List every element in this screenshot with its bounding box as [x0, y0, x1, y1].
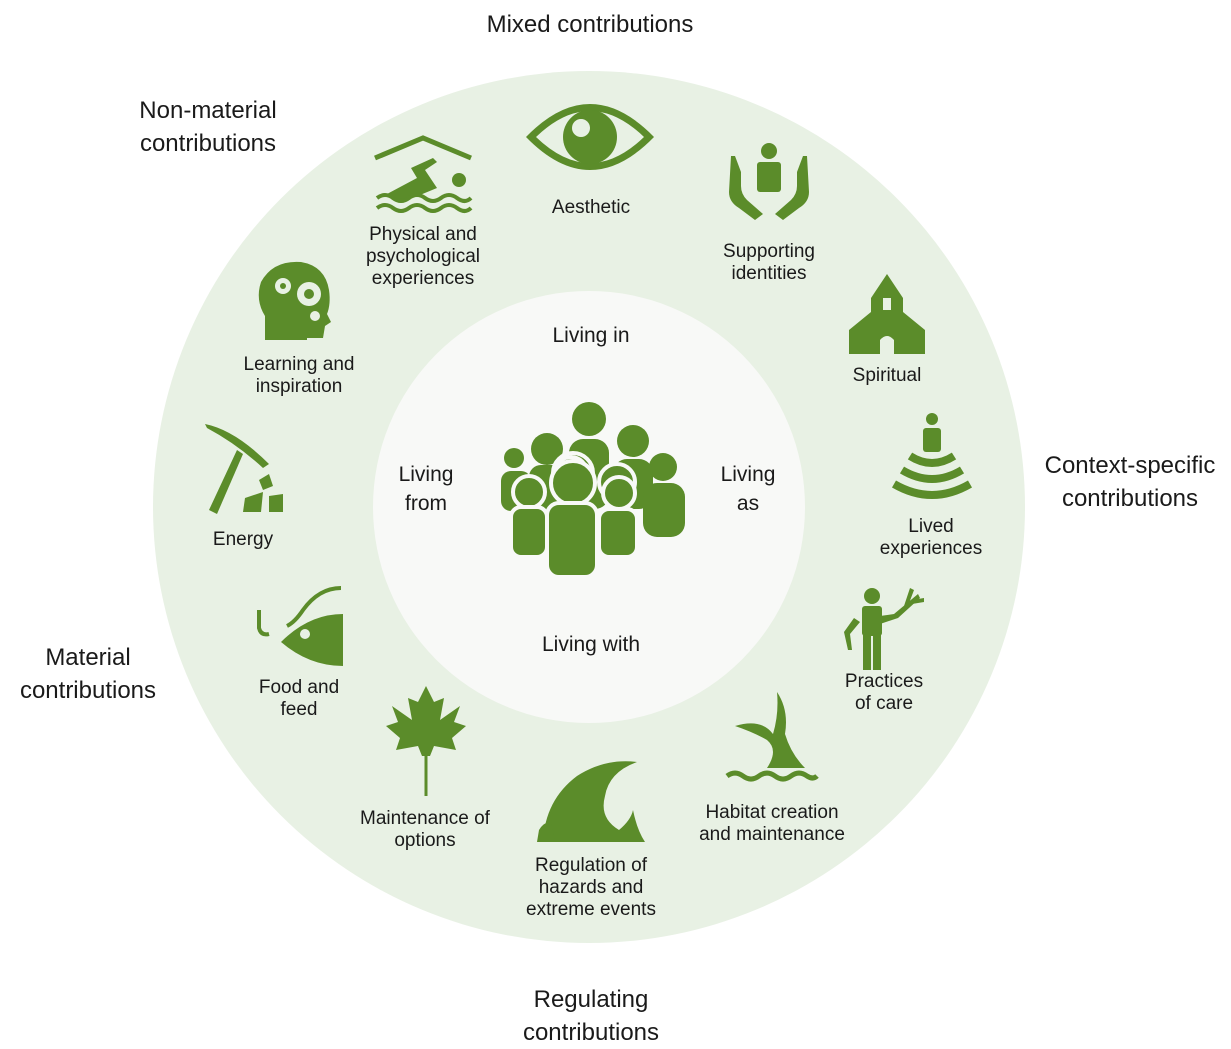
living-with-text: Living with [541, 633, 641, 656]
category-mixed: Mixed contributions [440, 8, 740, 41]
spiritual-label-line: Spiritual [852, 365, 922, 386]
food-and-feed-line: feed [280, 699, 318, 720]
category-context-specific-line: contributions [1061, 485, 1199, 512]
category-material-line: contributions [19, 677, 157, 704]
living-with-label: Living with [542, 630, 640, 659]
learning-inspiration-line: Learning and [243, 354, 355, 375]
head-gears-icon [258, 261, 331, 340]
swimmer-icon [374, 135, 473, 213]
category-material-line: Material [45, 644, 131, 671]
physical-psychological-line: experiences [371, 268, 475, 289]
category-regulating-line: Regulating [533, 986, 649, 1013]
whale-tail-icon [725, 692, 819, 782]
living-in-label: Living in [552, 321, 629, 350]
aesthetic-label-line: Aesthetic [551, 197, 631, 218]
habitat-creation-line: Habitat creation [705, 802, 839, 823]
physical-psychological-line: psychological [365, 246, 481, 267]
living-as-label: Living as [721, 460, 776, 518]
maintenance-of-options-line: options [394, 830, 456, 851]
church-icon [849, 274, 925, 354]
spiritual-label: Spiritual [853, 365, 922, 387]
regulation-hazards-line: extreme events [526, 899, 656, 920]
living-from-line: from [405, 492, 447, 515]
lived-experiences-line: Lived [908, 516, 954, 537]
person-holding-branch-icon [844, 588, 924, 670]
practices-of-care-line: Practices [844, 671, 924, 692]
learning-inspiration-label: Learning and inspiration [244, 354, 355, 398]
category-non-material-line: contributions [139, 130, 277, 157]
habitat-creation-line: and maintenance [699, 824, 845, 845]
maple-leaf-icon [386, 686, 466, 796]
fish-hook-icon [257, 586, 343, 666]
regulation-hazards-line: hazards and [538, 877, 644, 898]
regulation-hazards-line: Regulation of [535, 855, 647, 876]
living-from-line: Living [398, 463, 454, 486]
lived-experiences-label: Lived experiences [880, 516, 982, 560]
aesthetic-label: Aesthetic [552, 197, 630, 219]
category-mixed-line: Mixed contributions [486, 11, 694, 38]
practices-of-care-label: Practices of care [845, 671, 923, 715]
living-from-label: Living from [399, 460, 454, 518]
living-as-line: Living [720, 463, 776, 486]
category-regulating: Regulating contributions [491, 983, 691, 1049]
supporting-identities-label: Supporting identities [723, 241, 815, 285]
supporting-identities-line: Supporting [723, 241, 815, 262]
pickaxe-icon [205, 424, 283, 514]
energy-label-line: Energy [212, 529, 274, 550]
wave-icon [537, 761, 645, 842]
category-non-material-line: Non-material [139, 97, 277, 124]
category-context-specific: Context-specific contributions [1030, 449, 1230, 515]
physical-psychological-line: Physical and [369, 224, 477, 245]
living-in-text: Living in [552, 324, 630, 347]
category-material: Material contributions [8, 641, 168, 707]
hands-holding-person-icon [729, 143, 809, 220]
food-and-feed-label: Food and feed [259, 677, 339, 721]
practices-of-care-line: of care [854, 693, 914, 714]
living-as-line: as [736, 492, 760, 515]
person-sound-waves-icon [891, 413, 973, 499]
people-group-icon [501, 402, 685, 579]
category-regulating-line: contributions [522, 1019, 660, 1046]
regulation-hazards-label: Regulation of hazards and extreme events [526, 855, 656, 921]
category-non-material: Non-material contributions [98, 94, 318, 160]
physical-psychological-label: Physical and psychological experiences [366, 224, 480, 290]
eye-icon [526, 104, 654, 170]
habitat-creation-label: Habitat creation and maintenance [699, 802, 845, 846]
maintenance-of-options-line: Maintenance of [360, 808, 490, 829]
category-context-specific-line: Context-specific [1044, 452, 1216, 479]
learning-inspiration-line: inspiration [255, 376, 343, 397]
energy-label: Energy [213, 529, 273, 551]
food-and-feed-line: Food and [258, 677, 340, 698]
lived-experiences-line: experiences [879, 538, 983, 559]
supporting-identities-line: identities [731, 263, 807, 284]
maintenance-of-options-label: Maintenance of options [360, 808, 490, 852]
